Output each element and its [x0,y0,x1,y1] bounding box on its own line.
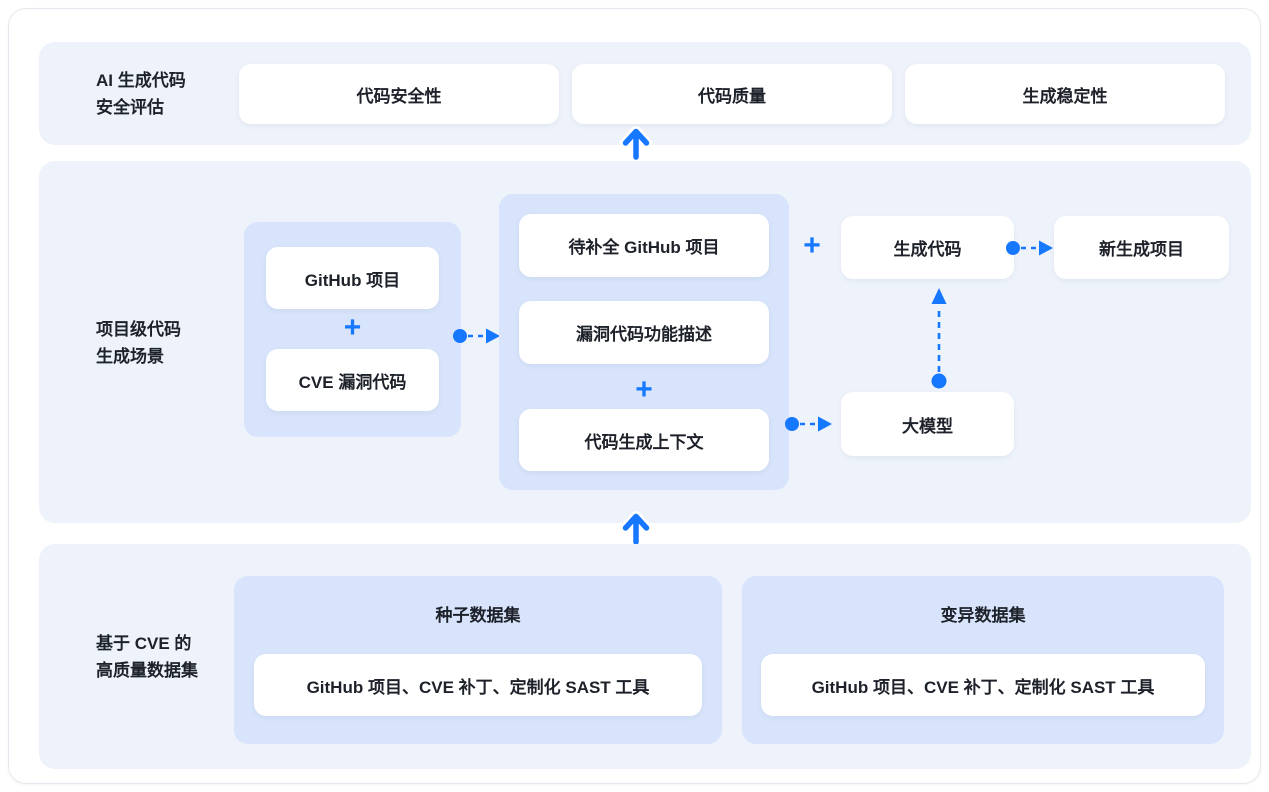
evaluation-label-line1: AI 生成代码 [96,71,186,90]
node-seed-dataset-content: GitHub 项目、CVE 补丁、定制化 SAST 工具 [254,654,702,716]
node-generation-stability-label: 生成稳定性 [1022,86,1108,106]
evaluation-label: AI 生成代码 安全评估 [96,67,186,121]
generation-label-line2: 生成场景 [96,347,164,366]
node-vuln-code-description-label: 漏洞代码功能描述 [576,325,712,344]
group-mutation-dataset: 变异数据集 GitHub 项目、CVE 补丁、定制化 SAST 工具 [742,576,1224,744]
seed-dataset-title: 种子数据集 [435,606,521,625]
node-generation-stability: 生成稳定性 [905,64,1225,124]
node-code-quality: 代码质量 [572,64,892,124]
node-cve-vulnerable-code-label: CVE 漏洞代码 [298,372,407,392]
node-code-generation-context: 代码生成上下文 [519,409,769,471]
node-code-security: 代码安全性 [239,64,559,124]
node-code-quality-label: 代码质量 [698,86,766,106]
connector-arrow-up-icon [931,288,947,389]
dataset-label: 基于 CVE 的 高质量数据集 [96,630,198,684]
group-generation-context: 待补全 GitHub 项目 漏洞代码功能描述 + 代码生成上下文 [499,194,789,490]
node-llm: 大模型 [841,392,1014,456]
node-mutation-dataset-content: GitHub 项目、CVE 补丁、定制化 SAST 工具 [761,654,1205,716]
group-seed-dataset: 种子数据集 GitHub 项目、CVE 补丁、定制化 SAST 工具 [234,576,722,744]
node-mutation-dataset-content-label: GitHub 项目、CVE 补丁、定制化 SAST 工具 [811,677,1155,697]
node-github-project-to-complete: 待补全 GitHub 项目 [519,214,769,277]
node-github-project-to-complete-label: 待补全 GitHub 项目 [568,238,720,257]
node-github-project-label: GitHub 项目 [304,270,401,290]
node-seed-dataset-content-label: GitHub 项目、CVE 补丁、定制化 SAST 工具 [306,677,650,697]
section-dataset: 基于 CVE 的 高质量数据集 种子数据集 GitHub 项目、CVE 补丁、定… [39,544,1251,769]
node-new-generated-project: 新生成项目 [1054,216,1229,279]
node-generate-code-label: 生成代码 [893,240,962,259]
evaluation-label-line2: 安全评估 [96,98,164,117]
dataset-label-line1: 基于 CVE 的 [96,634,192,653]
generation-label: 项目级代码 生成场景 [96,316,181,370]
node-code-security-label: 代码安全性 [356,86,442,106]
section-generation: 项目级代码 生成场景 GitHub 项目 + CVE 漏洞代码 待补全 GitH… [39,161,1251,523]
generation-label-line1: 项目级代码 [96,320,181,339]
group-generation-inputs: GitHub 项目 + CVE 漏洞代码 [244,222,461,437]
node-new-generated-project-label: 新生成项目 [1099,240,1184,259]
plus-icon: + [635,373,653,406]
node-vuln-code-description: 漏洞代码功能描述 [519,301,769,364]
mutation-dataset-title: 变异数据集 [940,606,1026,625]
node-cve-vulnerable-code: CVE 漏洞代码 [266,349,439,411]
connector-arrow-icon [785,416,832,432]
plus-icon: + [803,229,821,262]
node-generate-code: 生成代码 [841,216,1014,279]
connector-arrow-icon [1006,240,1053,256]
node-code-generation-context-label: 代码生成上下文 [584,432,704,452]
node-github-project: GitHub 项目 [266,247,439,309]
plus-icon: + [343,311,362,344]
connector-arrow-icon [453,328,500,344]
arrow-up-icon [620,511,652,547]
diagram-card: AI 生成代码 安全评估 代码安全性 代码质量 生成稳定性 项目级代码 生成场景… [8,8,1261,784]
dataset-label-line2: 高质量数据集 [96,661,198,680]
section-evaluation: AI 生成代码 安全评估 代码安全性 代码质量 生成稳定性 [39,42,1251,145]
arrow-up-icon [620,126,652,162]
node-llm-label: 大模型 [902,416,953,436]
